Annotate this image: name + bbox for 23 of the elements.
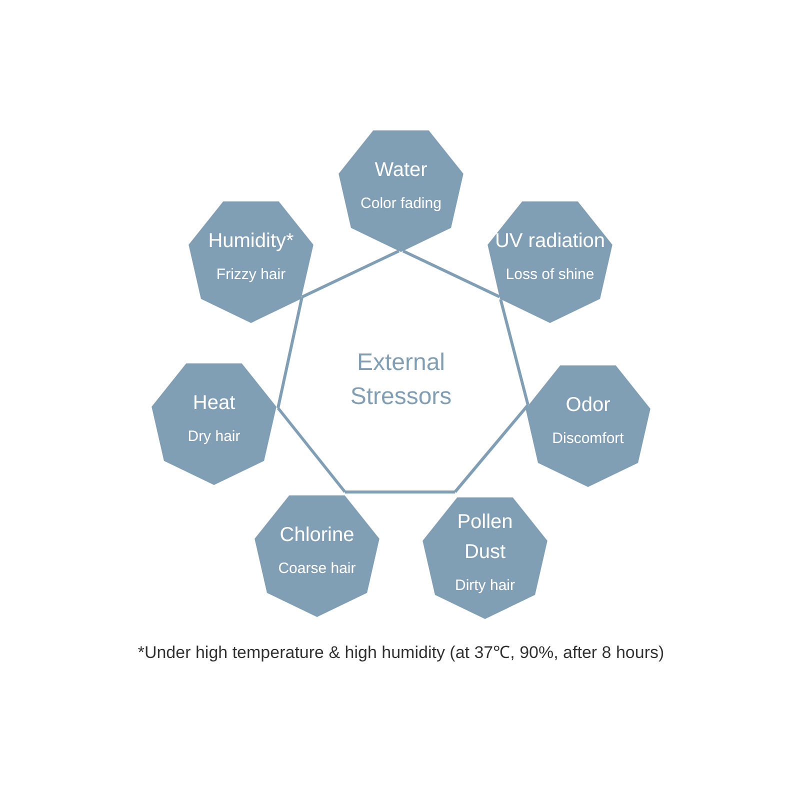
effect-text: Coarse hair	[278, 560, 356, 578]
center-label: External Stressors	[349, 348, 453, 412]
connector-line	[276, 296, 304, 408]
stressor-title: Humidity*	[208, 229, 294, 254]
connector-line	[276, 407, 346, 493]
stressor-title: Heat	[192, 391, 236, 416]
effect-text: Color fading	[360, 195, 442, 213]
stressor-title: Odor	[566, 393, 610, 418]
effect-text: Discomfort	[552, 430, 624, 448]
connector-line	[499, 298, 530, 406]
stressor-title: Pollen Dust	[456, 510, 514, 565]
effect-text: Loss of shine	[506, 266, 594, 284]
effect-text: Dry hair	[188, 428, 240, 446]
stressor-title: Chlorine	[280, 523, 354, 548]
connector-line	[345, 490, 455, 494]
effect-text: Dirty hair	[454, 577, 515, 595]
stressor-title: Water	[374, 158, 428, 183]
connector-line	[454, 404, 530, 493]
connector-line	[301, 250, 400, 298]
connector-line	[402, 250, 500, 298]
stressor-title: UV radiation	[494, 229, 606, 254]
footnote-text: *Under high temperature & high humidity (at 37℃, 90%, after 8 hours)	[138, 642, 664, 662]
effect-text: Frizzy hair	[216, 266, 286, 284]
